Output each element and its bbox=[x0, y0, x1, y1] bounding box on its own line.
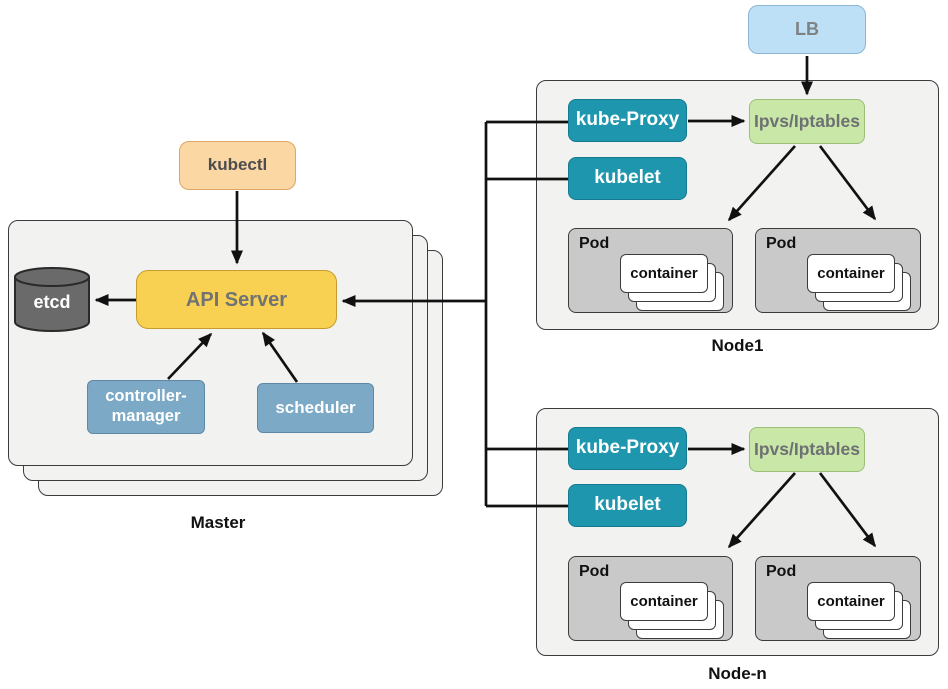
api-server-label: API Server bbox=[185, 288, 288, 311]
etcd-cylinder: etcd bbox=[13, 266, 91, 334]
arrow-ipvs-to-pod2-noden bbox=[818, 472, 877, 548]
node1-kube-proxy-box: kube-Proxy bbox=[568, 99, 687, 142]
node1-caption: Node1 bbox=[711, 336, 764, 355]
scheduler-label: scheduler bbox=[275, 397, 356, 417]
node1-pod-2: Pod container bbox=[755, 228, 921, 313]
node1-kubelet-box: kubelet bbox=[568, 157, 687, 200]
master-caption: Master bbox=[190, 513, 246, 532]
container-label: container bbox=[817, 593, 885, 610]
container-box: container bbox=[620, 582, 708, 621]
container-box: container bbox=[807, 254, 895, 293]
etcd-label: etcd bbox=[33, 292, 71, 312]
ipvs-label: Ipvs/Iptables bbox=[753, 439, 860, 459]
container-box: container bbox=[620, 254, 708, 293]
kubelet-label: kubelet bbox=[594, 167, 661, 189]
ipvs-label: Ipvs/Iptables bbox=[753, 111, 860, 131]
kubectl-label: kubectl bbox=[207, 155, 268, 175]
noden-pod-2: Pod container bbox=[755, 556, 921, 641]
pod-label: Pod bbox=[579, 235, 610, 252]
container-label: container bbox=[630, 593, 698, 610]
api-server-box: API Server bbox=[136, 270, 337, 329]
lb-label: LB bbox=[795, 18, 819, 39]
container-label: container bbox=[630, 265, 698, 282]
container-label: container bbox=[817, 265, 885, 282]
lb-box: LB bbox=[748, 5, 866, 54]
kubelet-label: kubelet bbox=[594, 494, 661, 516]
etcd-cylinder-icon bbox=[14, 267, 90, 332]
scheduler-box: scheduler bbox=[257, 383, 374, 433]
container-box: container bbox=[807, 582, 895, 621]
node1-pod-1: Pod container bbox=[568, 228, 733, 313]
noden-kubelet-box: kubelet bbox=[568, 484, 687, 527]
controller-manager-label: controller-manager bbox=[105, 387, 187, 425]
kube-proxy-label: kube-Proxy bbox=[575, 109, 680, 131]
arrow-ipvs-to-pod1-node1 bbox=[727, 145, 797, 222]
pod-label: Pod bbox=[766, 235, 797, 252]
pod-label: Pod bbox=[579, 563, 610, 580]
kubectl-box: kubectl bbox=[179, 141, 296, 190]
arrow-scheduler-to-api-server bbox=[261, 331, 299, 383]
arrow-ipvs-to-pod2-node1 bbox=[818, 145, 877, 221]
controller-manager-box: controller-manager bbox=[87, 380, 205, 434]
arrow-ipvs-to-pod1-noden bbox=[727, 472, 797, 549]
arrow-controller-manager-to-api-server bbox=[167, 332, 213, 380]
pod-label: Pod bbox=[766, 563, 797, 580]
noden-caption: Node-n bbox=[708, 664, 767, 683]
noden-ipvs-box: Ipvs/Iptables bbox=[749, 427, 865, 472]
noden-pod-1: Pod container bbox=[568, 556, 733, 641]
noden-kube-proxy-box: kube-Proxy bbox=[568, 427, 687, 470]
kube-proxy-label: kube-Proxy bbox=[575, 437, 680, 459]
node1-ipvs-box: Ipvs/Iptables bbox=[749, 99, 865, 144]
